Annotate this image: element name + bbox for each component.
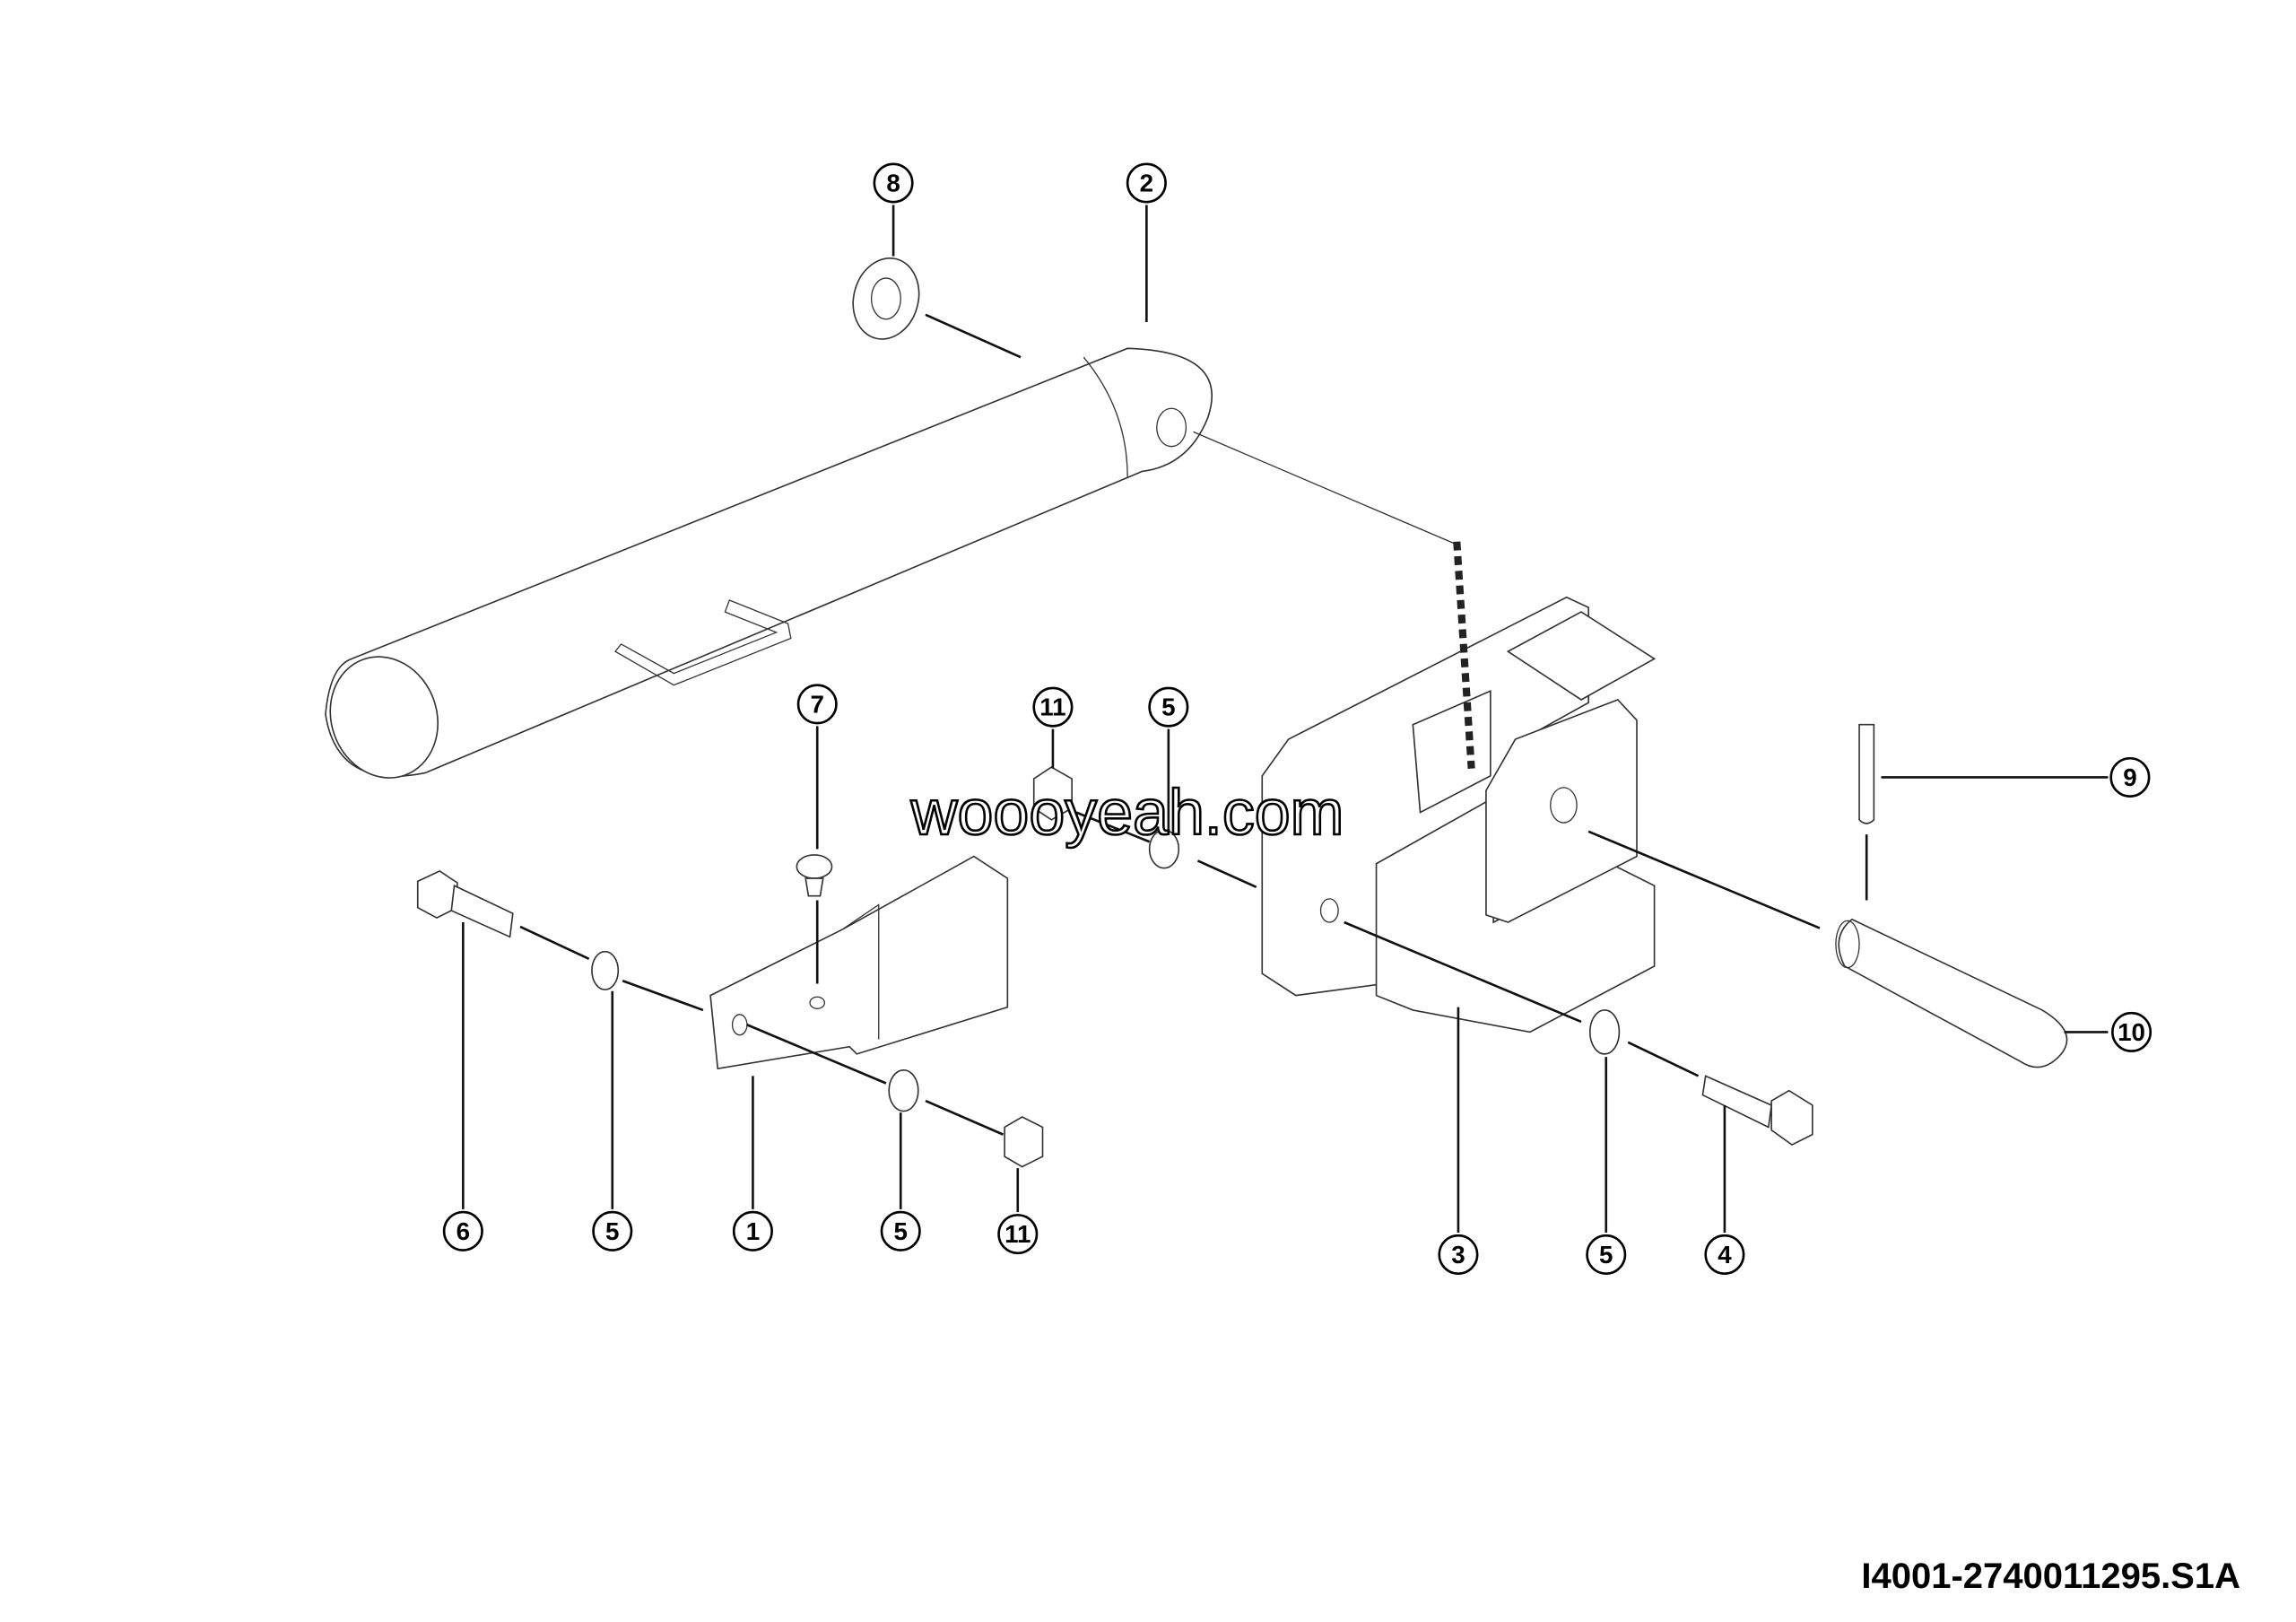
- bracket-part-3: [1261, 596, 1657, 1033]
- bracket-part-1: [709, 855, 1009, 1070]
- svg-text:11: 11: [1039, 693, 1065, 721]
- diagram-code: I4001-2740011295.S1A: [1861, 1557, 2240, 1596]
- washer-part-5b: [888, 1069, 919, 1112]
- svg-text:10: 10: [2118, 1018, 2145, 1046]
- tube-part-2: [325, 347, 1213, 779]
- washer-part-5d: [1588, 1009, 1621, 1055]
- svg-text:3: 3: [1451, 1241, 1465, 1269]
- callout-1: 1: [732, 1210, 773, 1251]
- svg-text:9: 9: [2123, 763, 2136, 791]
- svg-text:4: 4: [1718, 1241, 1732, 1269]
- washer-part-5a: [591, 950, 620, 990]
- callout-5: 5: [880, 1210, 921, 1251]
- callout-11: 11: [997, 1214, 1039, 1255]
- svg-text:5: 5: [1599, 1241, 1613, 1269]
- callout-3: 3: [1438, 1234, 1479, 1275]
- cotter-pin-part-9: [1858, 723, 1875, 824]
- callout-2: 2: [1126, 162, 1167, 204]
- nut-part-11b: [1032, 766, 1073, 821]
- svg-text:5: 5: [605, 1217, 619, 1245]
- svg-text:2: 2: [1140, 169, 1153, 196]
- callout-9: 9: [2109, 756, 2151, 798]
- bolt-part-6: [416, 869, 514, 938]
- nut-part-11a: [1004, 1116, 1044, 1168]
- svg-text:5: 5: [894, 1217, 908, 1245]
- svg-text:7: 7: [811, 690, 824, 718]
- svg-text:5: 5: [1161, 693, 1175, 721]
- callout-11: 11: [1032, 686, 1074, 728]
- clip-part-7: [796, 854, 833, 897]
- callout-5: 5: [1586, 1234, 1627, 1275]
- callout-4: 4: [1704, 1234, 1745, 1275]
- callout-7: 7: [796, 684, 838, 725]
- watermark: woooyeah.com: [910, 777, 1344, 849]
- svg-text:8: 8: [886, 169, 900, 196]
- bolt-part-4: [1701, 1075, 1813, 1146]
- washer-part-8: [852, 257, 920, 340]
- washer-part-5c: [1148, 829, 1180, 869]
- callout-5: 5: [592, 1210, 633, 1251]
- callout-6: 6: [442, 1210, 483, 1251]
- svg-text:6: 6: [457, 1217, 470, 1245]
- callout-8: 8: [873, 162, 914, 204]
- callout-10: 10: [2111, 1011, 2152, 1052]
- leader-lines: [462, 205, 2109, 1233]
- svg-text:11: 11: [1004, 1220, 1031, 1248]
- pin-part-10: [1835, 918, 2068, 1068]
- svg-text:1: 1: [746, 1217, 760, 1245]
- callout-5: 5: [1148, 686, 1189, 728]
